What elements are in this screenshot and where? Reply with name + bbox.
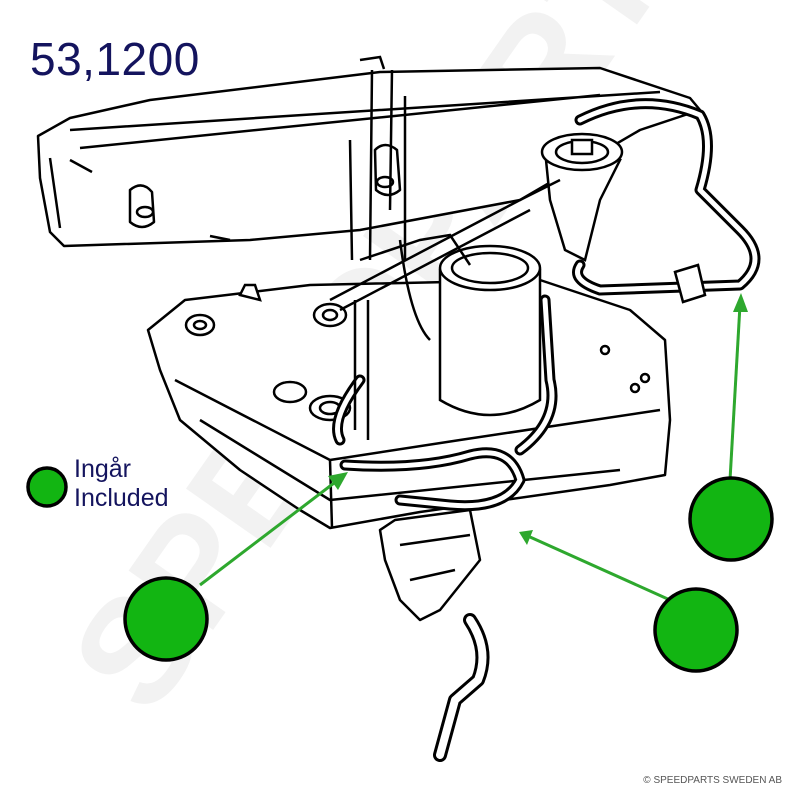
arrow-upper-right xyxy=(728,304,742,481)
filler-neck xyxy=(438,244,542,417)
legend-marker xyxy=(26,466,68,508)
vent-assembly xyxy=(540,132,624,262)
arrow-lower-center xyxy=(529,535,671,602)
legend-label-english: Included xyxy=(74,484,169,512)
marker-lower-center xyxy=(653,587,739,673)
arrowhead-lower-center xyxy=(519,530,533,545)
top-cover-tray xyxy=(36,66,702,248)
drain-pipe xyxy=(433,613,490,762)
copyright-notice: © SPEEDPARTS SWEDEN AB xyxy=(643,775,782,786)
part-number: 53,1200 xyxy=(30,33,200,85)
marker-left xyxy=(123,576,209,662)
lower-bracket xyxy=(378,508,482,622)
hose-clamp xyxy=(673,263,707,304)
arrowhead-upper-right xyxy=(733,293,748,312)
included-hoses-inner xyxy=(335,101,758,509)
callout-markers xyxy=(26,466,774,673)
arrowhead-left xyxy=(328,472,348,490)
marker-upper-right xyxy=(688,476,774,562)
callout-arrows xyxy=(199,293,748,602)
vent-pipes xyxy=(329,178,561,440)
arrow-left xyxy=(199,478,339,587)
mounting-bracket xyxy=(348,55,407,261)
legend-label-swedish: Ingår xyxy=(74,455,131,483)
